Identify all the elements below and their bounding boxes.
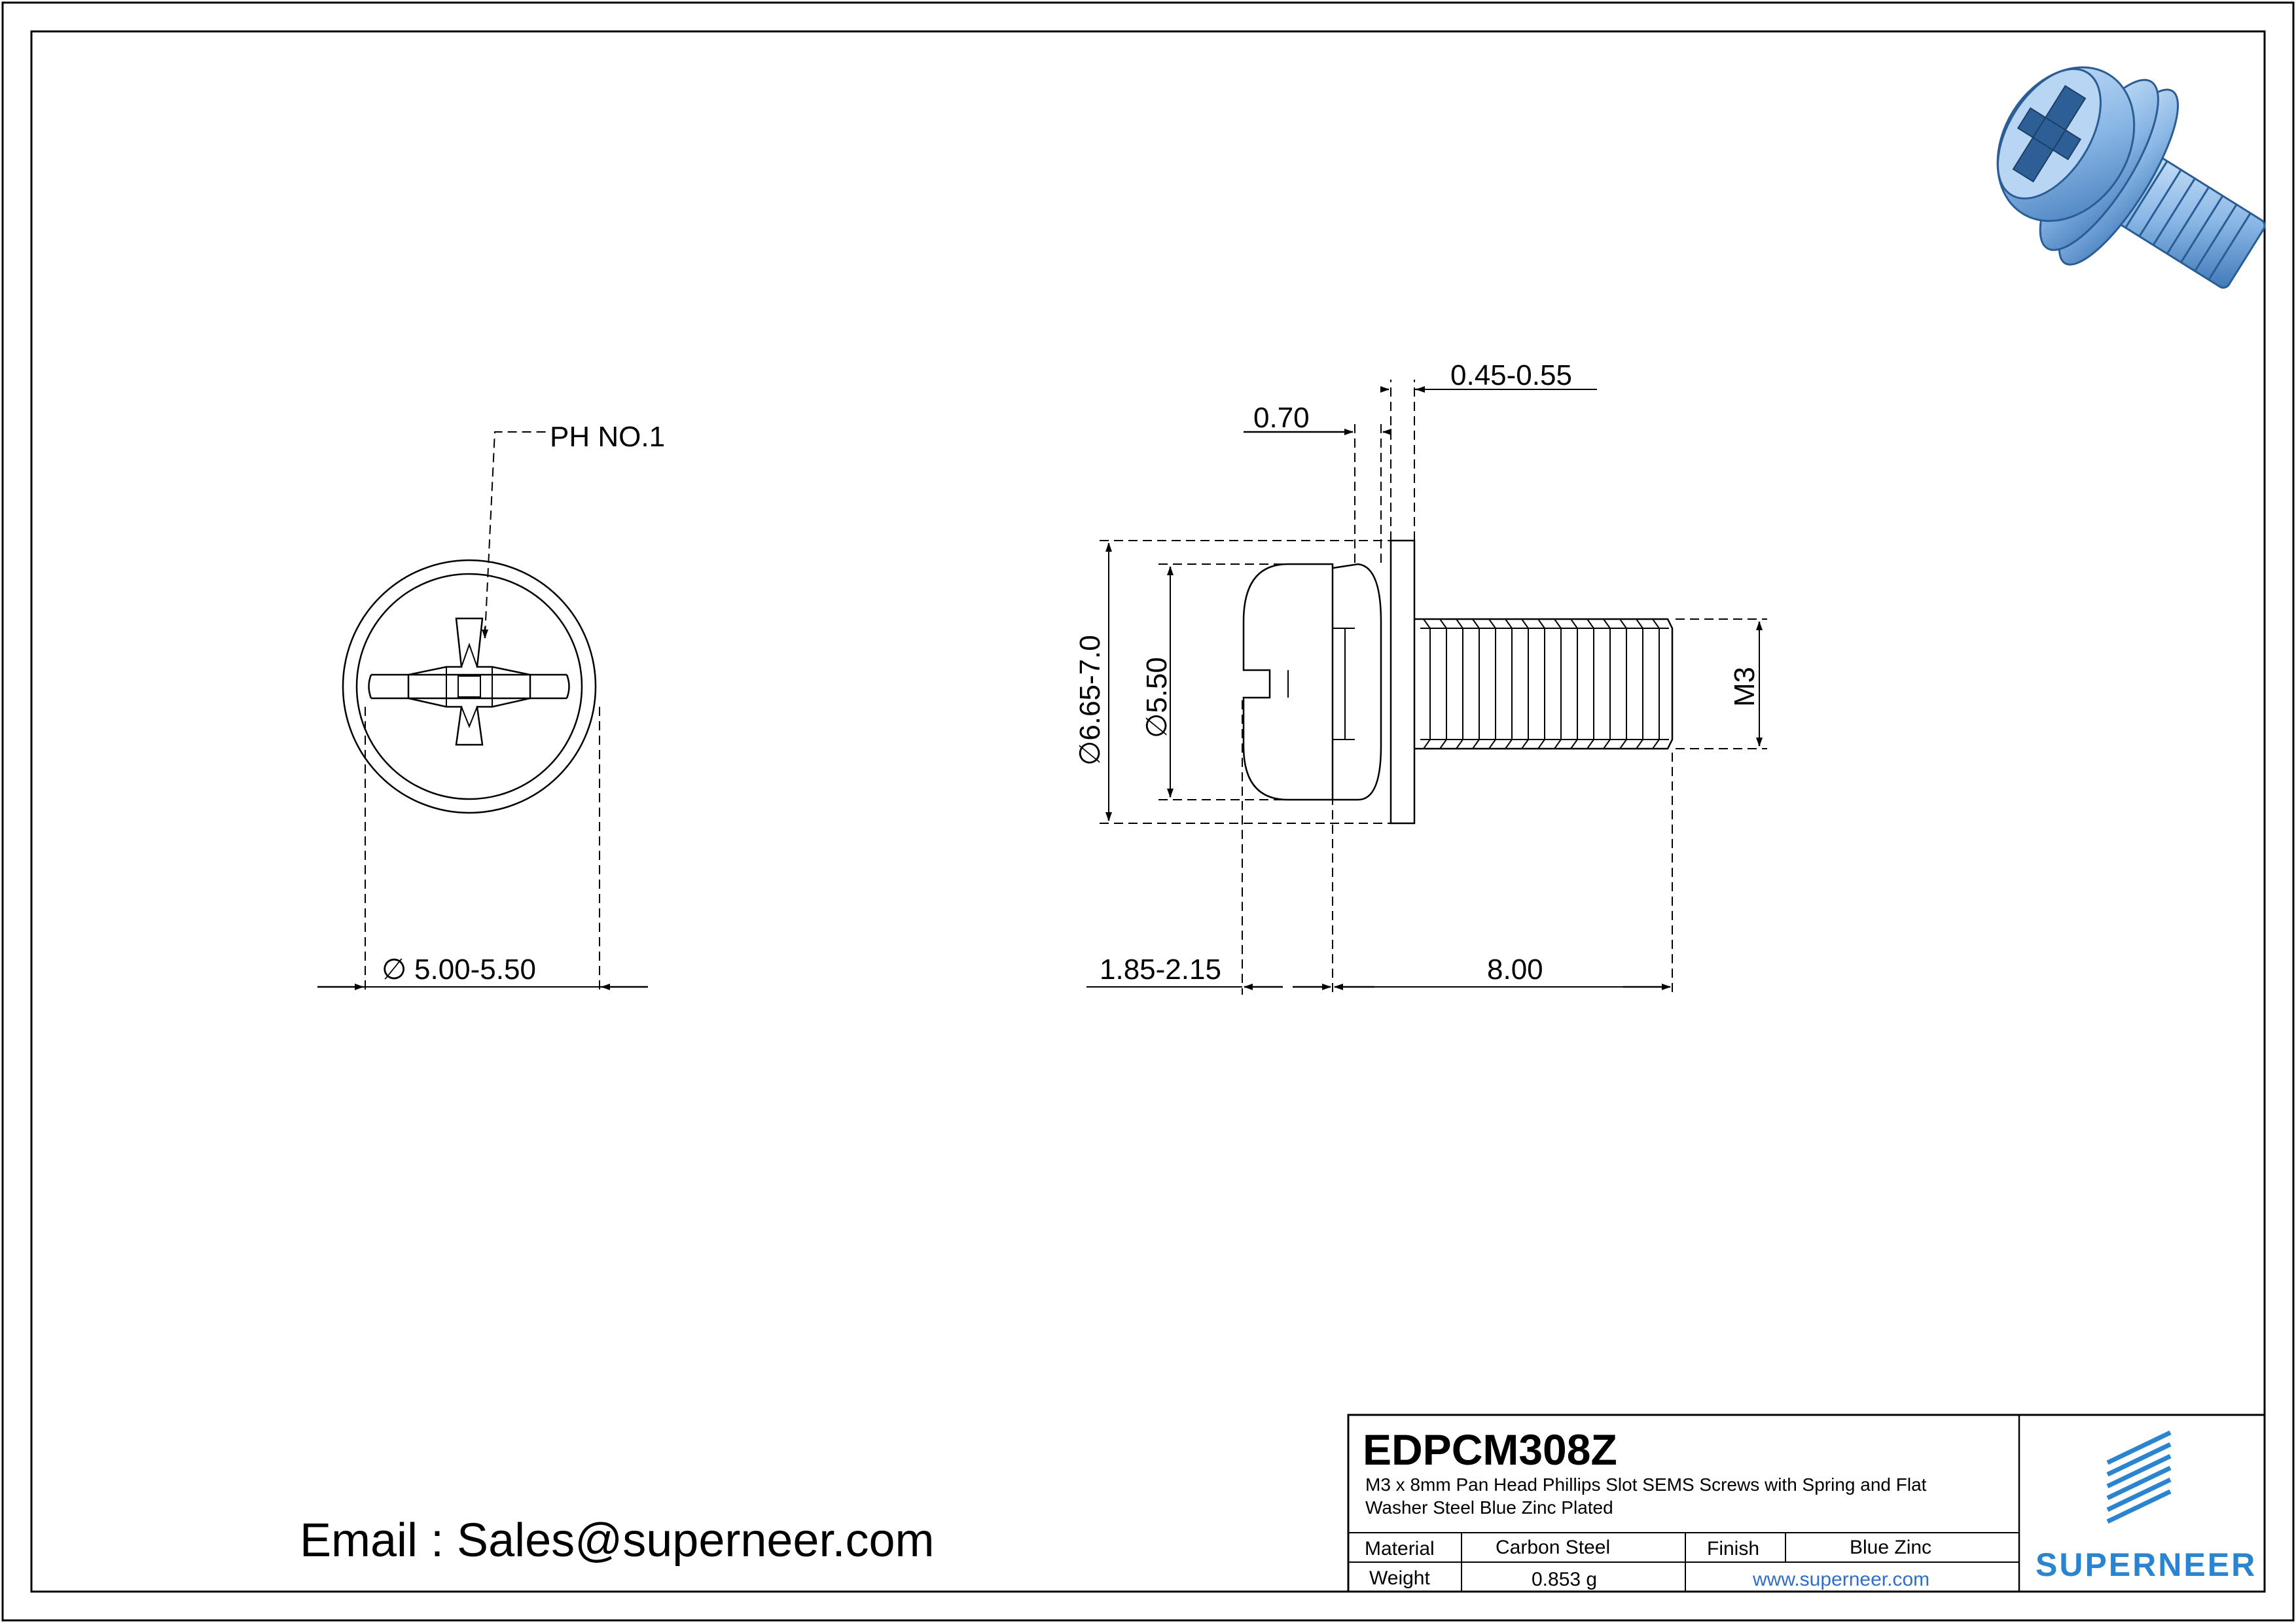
side-view: ∅6.65-7.0 ∅5.50 M3 0.45-0.55 0.70 [1074, 359, 1767, 995]
end-view: PH NO.1 ∅ 5.00-5.50 [317, 421, 665, 995]
weight-value: 0.853 g [1532, 1569, 1597, 1590]
washer-od-label: ∅6.65-7.0 [1074, 635, 1106, 766]
title-block: EDPCM308Z M3 x 8mm Pan Head Phillips Slo… [1347, 1414, 2266, 1593]
brand-name: SUPERNEER [2036, 1546, 2257, 1583]
spring-washer-thickness-label: 0.70 [1253, 402, 1310, 434]
finish-label: Finish [1707, 1538, 1759, 1560]
washer-outline [342, 559, 597, 814]
contact-email[interactable]: Email : Sales@superneer.com [300, 1514, 935, 1567]
website-link[interactable]: www.superneer.com [1752, 1569, 1929, 1590]
head-height-label: 1.85-2.15 [1100, 954, 1221, 986]
material-label: Material [1365, 1538, 1435, 1560]
pan-head [1242, 563, 1334, 801]
screw-3d-render-icon [1996, 66, 2266, 289]
flat-washer [1390, 539, 1416, 825]
diameter-symbol: ∅ [382, 954, 406, 986]
part-description-line1: M3 x 8mm Pan Head Phillips Slot SEMS Scr… [1365, 1474, 1927, 1495]
spring-washer [1332, 563, 1382, 801]
inner-frame [30, 30, 2266, 1593]
material-value: Carbon Steel [1496, 1537, 1610, 1558]
part-description-line2: Washer Steel Blue Zinc Plated [1365, 1497, 1613, 1518]
head-outline [355, 573, 583, 800]
part-code: EDPCM308Z [1363, 1425, 1617, 1474]
screw-length-label: 8.00 [1487, 954, 1543, 986]
recess-size-label: PH NO.1 [550, 421, 665, 453]
finish-value: Blue Zinc [1850, 1537, 1931, 1558]
threaded-shank [1414, 618, 1674, 750]
thread-size-label: M3 [1729, 667, 1761, 707]
head-diameter-label: 5.00-5.50 [414, 954, 536, 986]
superneer-logo-icon [2106, 1430, 2172, 1524]
weight-label: Weight [1369, 1567, 1430, 1589]
phillips-recess-icon [407, 617, 531, 746]
head-od-label: ∅5.50 [1141, 657, 1173, 738]
flat-washer-thickness-label: 0.45-0.55 [1450, 359, 1572, 391]
